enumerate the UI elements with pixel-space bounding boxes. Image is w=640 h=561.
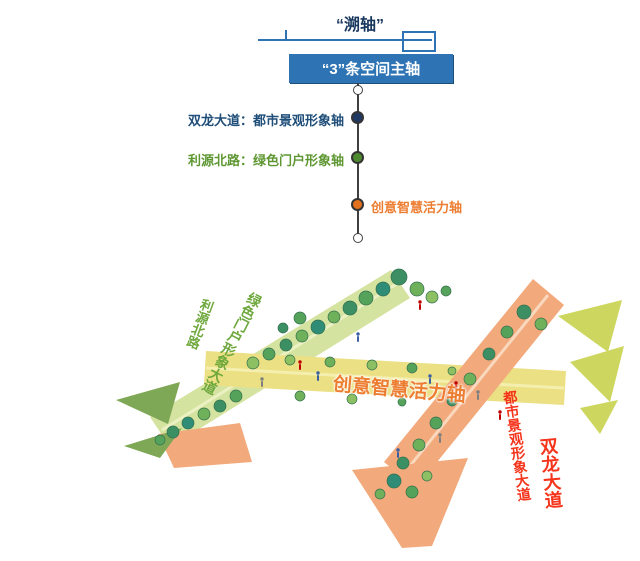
- main-title-box: “3”条空间主轴: [289, 54, 453, 83]
- timeline-end-circle: [353, 233, 363, 243]
- main-title: “3”条空间主轴: [321, 61, 421, 78]
- trees: [154, 268, 548, 500]
- creative-axis-path: [205, 366, 565, 390]
- timeline-dot-shuanglong: [351, 111, 364, 124]
- green-patch-left-2: [124, 428, 182, 458]
- axis-item-liyuan: 利源北路：绿色门户形象轴: [187, 153, 344, 168]
- people-figures: [260, 300, 502, 458]
- bracket-line: [258, 39, 432, 41]
- green-patch-left-1: [116, 382, 180, 424]
- axis-item-creative: 创意智慧活力轴: [371, 200, 463, 215]
- orange-wedge-bottom: [352, 458, 468, 548]
- green-patch-right-2: [570, 346, 624, 402]
- green-patch-right-3: [580, 400, 618, 434]
- timeline-start-circle: [353, 85, 363, 95]
- timeline-dot-creative: [351, 198, 364, 211]
- bracket-rectangle: [402, 31, 436, 52]
- bracket-tick: [285, 30, 287, 40]
- orange-patch-left: [158, 423, 252, 468]
- orange-axis-path: [399, 294, 550, 478]
- axis-quote-title: “溯轴”: [335, 17, 384, 34]
- green-patch-right-1: [558, 300, 622, 352]
- axis-item-shuanglong: 双龙大道：都市景观形象轴: [187, 113, 344, 128]
- timeline-dot-liyuan: [351, 151, 364, 164]
